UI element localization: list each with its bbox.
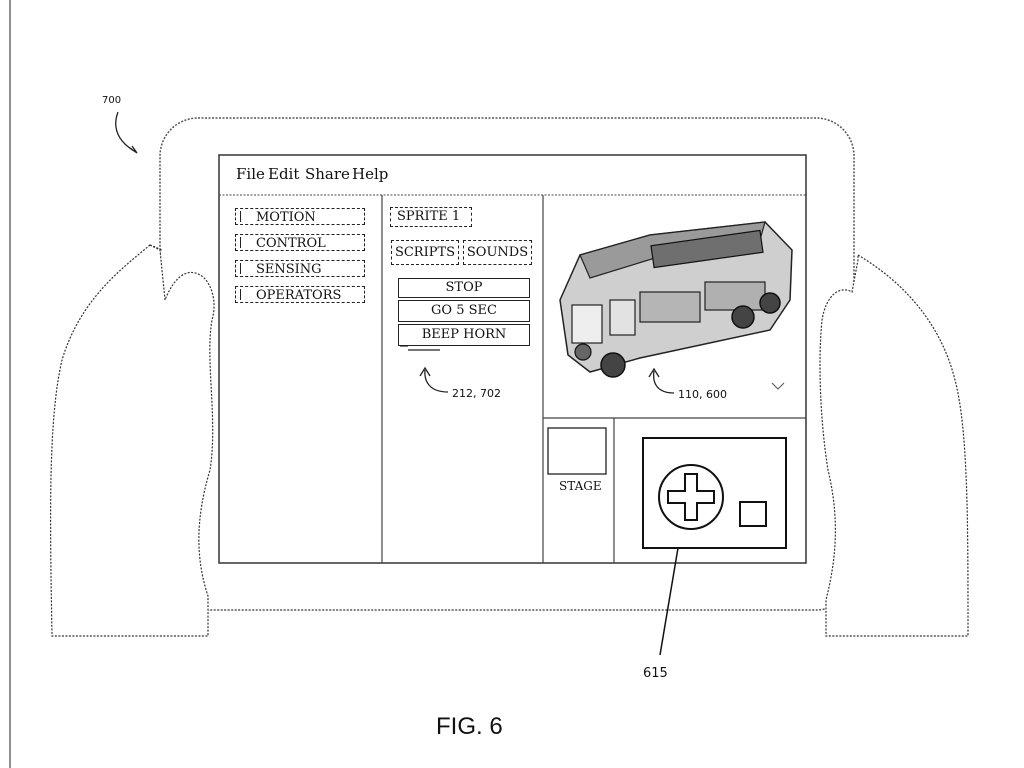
category-label: CONTROL [256, 236, 326, 251]
script-block-go[interactable]: GO 5 SEC [398, 300, 530, 322]
category-operators[interactable]: OPERATORS [235, 286, 365, 303]
sprite-name[interactable]: SPRITE 1 [390, 207, 472, 227]
category-label: OPERATORS [256, 288, 341, 303]
category-motion[interactable]: MOTION [235, 208, 365, 225]
controller-ref-label: 615 [643, 667, 668, 680]
category-control[interactable]: CONTROL [235, 234, 365, 251]
right-hand [820, 255, 968, 636]
left-hand [51, 245, 214, 636]
device-ref-label: 700 [102, 96, 121, 106]
square-button-icon [740, 502, 766, 526]
figure-caption: FIG. 6 [436, 715, 503, 739]
script-ref-label: 212, 702 [452, 388, 501, 399]
script-block-stop[interactable]: STOP [398, 278, 530, 298]
menu-share[interactable]: Share [305, 167, 350, 182]
tab-scripts[interactable]: SCRIPTS [391, 240, 459, 265]
sprite-ref-label: 110, 600 [678, 389, 727, 400]
category-sensing[interactable]: SENSING [235, 260, 365, 277]
menu-edit[interactable]: Edit [268, 167, 299, 182]
menu-help[interactable]: Help [352, 167, 388, 182]
dpad-icon [659, 465, 723, 529]
device-ref-arrow [116, 112, 136, 152]
category-label: MOTION [256, 210, 316, 225]
menu-file[interactable]: File [236, 167, 265, 182]
script-block-beep[interactable]: BEEP HORN [398, 324, 530, 346]
stage-thumbnail [548, 428, 606, 474]
stage-label: STAGE [559, 480, 602, 492]
category-label: SENSING [256, 262, 322, 277]
tab-sounds[interactable]: SOUNDS [463, 240, 532, 265]
